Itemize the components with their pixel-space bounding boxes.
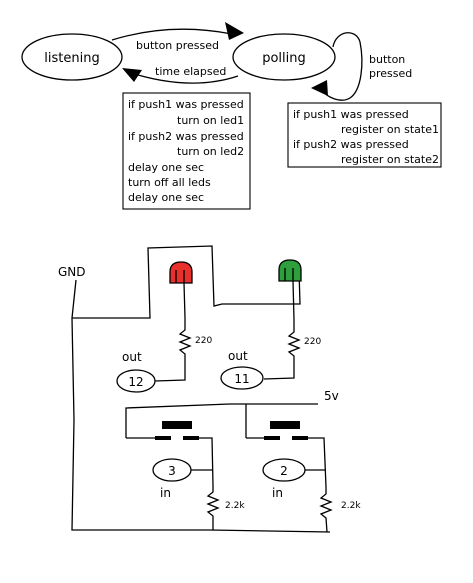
note-line: delay one sec <box>128 191 204 204</box>
led-cathode-wire <box>72 245 301 319</box>
pushbutton-1-wire <box>126 437 214 486</box>
note-line: turn on led2 <box>177 145 244 158</box>
pushbutton-1 <box>126 421 214 486</box>
state-machine: listening polling button pressed time el… <box>21 22 442 210</box>
resistor-icon <box>263 320 301 380</box>
led-red-icon <box>169 261 193 284</box>
arrowhead-icon <box>122 68 142 82</box>
led-legs-icon <box>175 270 185 283</box>
note-line: turn on led1 <box>177 114 244 127</box>
self-loop-line <box>321 32 363 101</box>
note-box <box>287 102 442 168</box>
state-listening-label: listening <box>44 51 99 66</box>
note-line: if push1 was pressed <box>128 98 244 111</box>
input-pin-3: 3 in <box>152 458 213 500</box>
resistor-button-1: 2.2k <box>206 485 245 530</box>
input-label: in <box>272 486 283 500</box>
output-pin-12: out 12 <box>116 350 156 393</box>
note-line: register on state1 <box>341 123 439 136</box>
supply-rail: 5v <box>125 389 339 438</box>
transition-arrow-line <box>111 28 233 41</box>
transition-label: time elapsed <box>155 65 226 78</box>
pin-circle <box>220 366 264 390</box>
note-line: delay one sec <box>128 161 204 174</box>
resistor-icon <box>206 485 220 530</box>
output-label: out <box>228 349 248 363</box>
gnd-bottom-wire <box>209 529 331 533</box>
supply-wire <box>125 403 318 438</box>
pin-number: 2 <box>280 464 288 478</box>
transition-label: button <box>369 53 405 66</box>
pin-number: 3 <box>168 464 176 478</box>
output-label: out <box>122 350 142 364</box>
pin-number: 11 <box>234 372 249 386</box>
resistor-value: 2.2k <box>341 501 361 511</box>
transition-label: button pressed <box>136 39 219 52</box>
pin-number: 12 <box>128 375 143 389</box>
resistor-icon <box>319 487 333 533</box>
state-polling-label: polling <box>262 51 306 66</box>
gnd-label: GND <box>58 265 86 279</box>
resistor-value: 220 <box>195 336 212 346</box>
state-listening-ellipse <box>21 33 123 81</box>
pushbutton-icon <box>270 421 300 429</box>
input-pin-2: 2 in <box>262 458 325 500</box>
led-legs-icon <box>284 268 294 281</box>
arrowhead-icon <box>311 80 328 96</box>
resistor-button-2: 2.2k <box>319 487 361 533</box>
pushbutton-2 <box>246 421 327 488</box>
transition-self-loop: button pressed <box>311 32 412 101</box>
pushbutton-2-wire <box>246 437 327 488</box>
note-line: if push1 was pressed <box>293 108 409 121</box>
circuit: GND 220 220 out <box>58 245 361 533</box>
state-listening: listening <box>21 33 123 81</box>
arrowhead-icon <box>225 22 244 40</box>
led-green-icon <box>278 259 302 282</box>
resistor-value: 220 <box>304 337 321 347</box>
output-pin-11: out 11 <box>220 349 264 390</box>
note-line: register on state2 <box>341 153 439 166</box>
transition-arrow-line <box>127 71 239 84</box>
listening-action-note: if push1 was pressed turn on led1 if pus… <box>122 92 251 210</box>
gnd-rail: GND <box>58 245 331 533</box>
polling-action-note: if push1 was pressed register on state1 … <box>287 102 442 168</box>
input-label: in <box>160 486 171 500</box>
transition-button-pressed: button pressed <box>111 22 244 52</box>
resistor-value: 2.2k <box>225 501 245 511</box>
gnd-wire <box>71 279 210 531</box>
resistor-led-1: 220 <box>154 318 212 382</box>
state-polling: polling <box>232 33 336 81</box>
led-1-wire <box>183 282 186 319</box>
pushbutton-icon <box>162 421 192 429</box>
note-line: turn off all leds <box>128 176 211 189</box>
transition-label: pressed <box>369 67 412 80</box>
led-2-wire <box>292 280 295 321</box>
resistor-led-2: 220 <box>263 320 321 380</box>
supply-label: 5v <box>324 389 339 403</box>
led-2 <box>278 259 302 321</box>
transition-time-elapsed: time elapsed <box>122 65 239 84</box>
state-polling-ellipse <box>232 33 336 81</box>
note-line: if push2 was pressed <box>128 130 244 143</box>
note-line: if push2 was pressed <box>293 138 409 151</box>
pin-circle <box>116 369 156 393</box>
led-1 <box>169 261 193 319</box>
resistor-icon <box>154 318 192 382</box>
note-box <box>122 92 251 210</box>
